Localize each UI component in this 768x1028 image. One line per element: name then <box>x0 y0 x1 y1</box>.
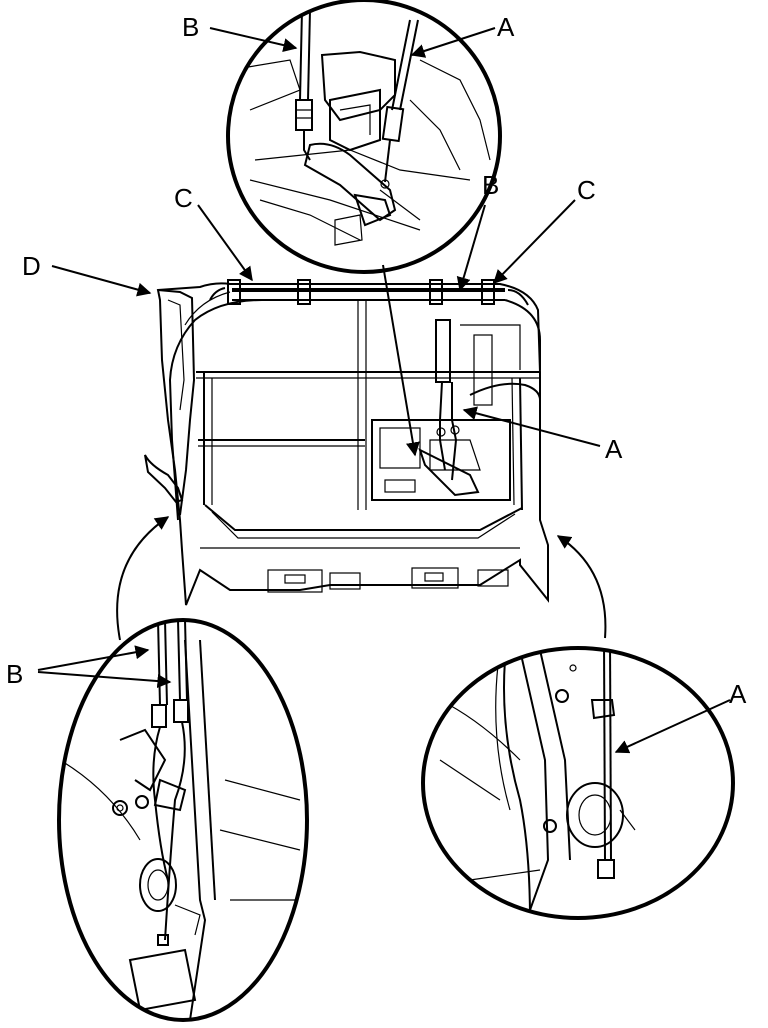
leader-lines <box>37 27 731 754</box>
label-a-top: A <box>497 12 515 42</box>
label-a-mid: A <box>605 434 623 464</box>
label-b-mid: B <box>482 170 499 200</box>
label-d: D <box>22 251 41 281</box>
label-c-right: C <box>577 175 596 205</box>
bottom-left-detail-view <box>57 618 309 1022</box>
label-a-right: A <box>729 679 747 709</box>
connector-arrows <box>116 264 607 641</box>
top-detail-view <box>226 0 502 274</box>
bottom-right-detail-view <box>421 646 735 920</box>
label-c-left: C <box>174 183 193 213</box>
seat-back-frame <box>144 282 549 606</box>
label-b-top: B <box>182 12 199 42</box>
label-b-left: B <box>6 659 23 689</box>
